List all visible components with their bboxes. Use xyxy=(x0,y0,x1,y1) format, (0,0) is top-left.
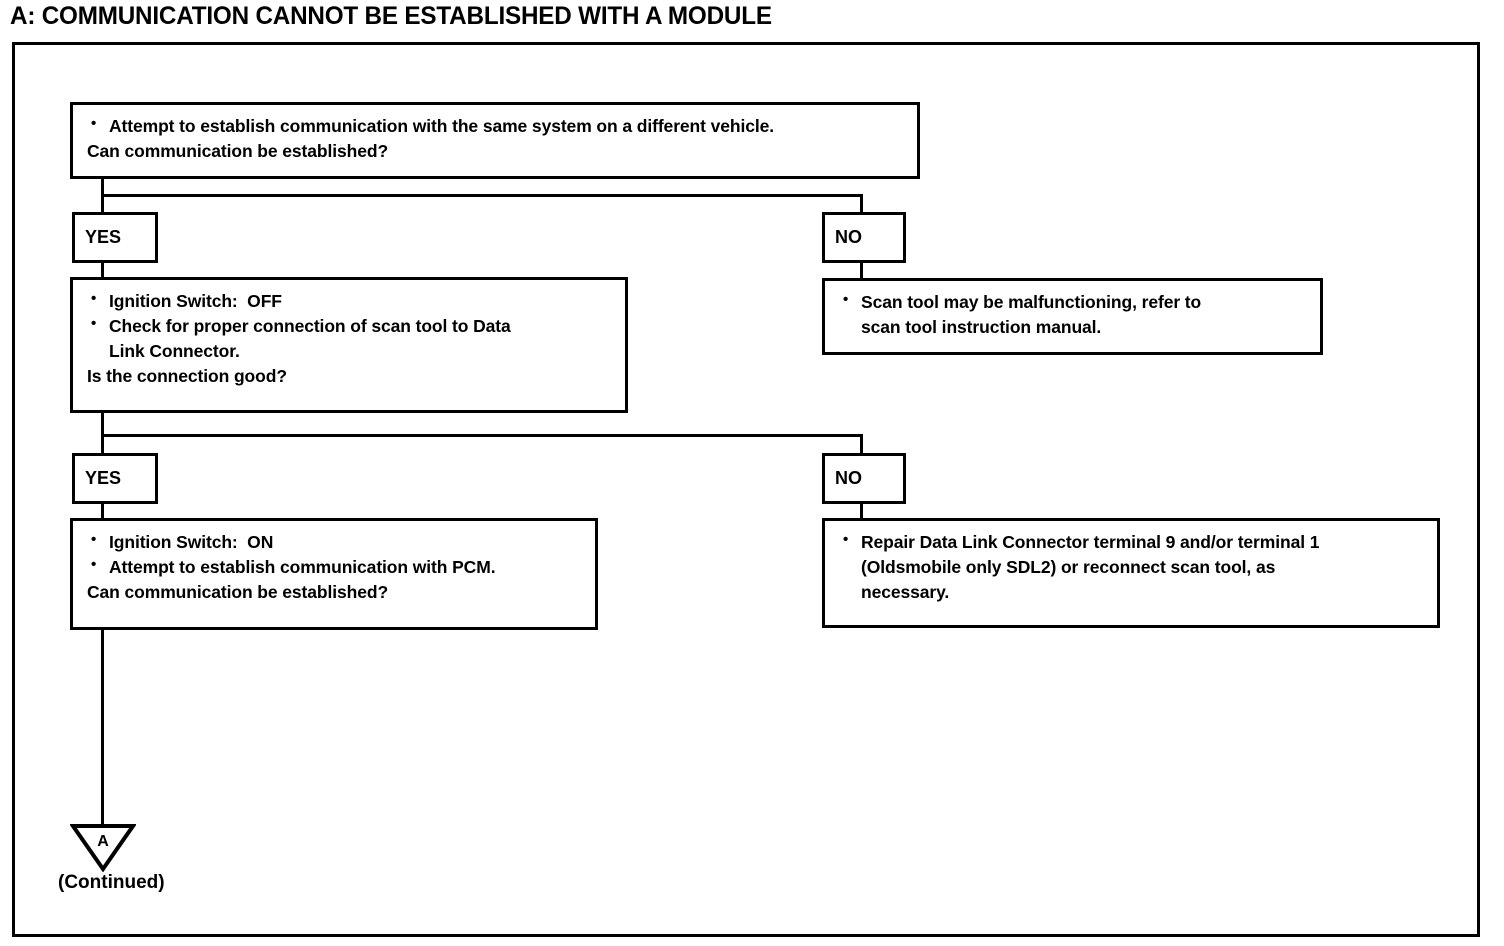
step2-no-bullet-1: Scan tool may be malfunctioning, refer t… xyxy=(839,289,1308,340)
step2-yes-question: Is the connection good? xyxy=(87,365,287,386)
chart-outer-frame xyxy=(12,42,1480,937)
connector-step1-down xyxy=(101,179,104,197)
continued-caption: (Continued) xyxy=(58,872,165,893)
flow-box-step2-yes: Ignition Switch: OFF Check for proper co… xyxy=(70,277,628,413)
step3-no-bullet-1: Repair Data Link Connector terminal 9 an… xyxy=(839,529,1425,605)
decision-box-yes-1: YES xyxy=(72,212,158,263)
continuation-connector-label: A xyxy=(97,833,109,850)
step3-yes-question: Can communication be established? xyxy=(87,581,389,602)
step2-yes-bullet-1: Ignition Switch: OFF xyxy=(87,288,613,314)
flow-box-step3-no: Repair Data Link Connector terminal 9 an… xyxy=(822,518,1440,628)
connector-step2-branch-bar xyxy=(101,434,863,437)
step1-bullet-1: Attempt to establish communication with … xyxy=(87,113,905,139)
decision-label-yes-2: YES xyxy=(85,468,122,488)
decision-box-no-2: NO xyxy=(822,453,906,504)
decision-box-yes-2: YES xyxy=(72,453,158,504)
decision-label-yes-1: YES xyxy=(85,227,122,247)
decision-label-no-1: NO xyxy=(835,227,862,247)
connector-step1-branch-bar xyxy=(101,194,863,197)
connector-yes1-down xyxy=(101,263,104,279)
flow-box-step3-yes: Ignition Switch: ON Attempt to establish… xyxy=(70,518,598,630)
flow-box-step3-no-body: Repair Data Link Connector terminal 9 an… xyxy=(825,521,1437,611)
flow-box-step1-body: Attempt to establish communication with … xyxy=(73,105,917,170)
connector-step1-to-yes xyxy=(101,194,104,214)
connector-step1-to-no xyxy=(860,194,863,214)
continuation-connector-icon: A xyxy=(70,822,136,872)
flow-box-step2-no-body: Scan tool may be malfunctioning, refer t… xyxy=(825,281,1320,346)
step1-question: Can communication be established? xyxy=(87,140,389,161)
connector-step2-to-no xyxy=(860,434,863,454)
step3-yes-bullet-2: Attempt to establish communication with … xyxy=(87,554,583,580)
connector-no2-down xyxy=(860,504,863,520)
decision-box-no-1: NO xyxy=(822,212,906,263)
connector-step2-to-yes xyxy=(101,434,104,454)
step3-yes-bullet-1: Ignition Switch: ON xyxy=(87,529,583,555)
flow-box-step1: Attempt to establish communication with … xyxy=(70,102,920,179)
connector-yes2-down xyxy=(101,504,104,520)
step2-yes-bullet-2: Check for proper connection of scan tool… xyxy=(87,313,613,364)
decision-label-no-2: NO xyxy=(835,468,862,488)
connector-step3-to-continue xyxy=(101,630,104,825)
page-title: A: COMMUNICATION CANNOT BE ESTABLISHED W… xyxy=(10,2,772,30)
flow-box-step2-yes-body: Ignition Switch: OFF Check for proper co… xyxy=(73,280,625,394)
flow-box-step3-yes-body: Ignition Switch: ON Attempt to establish… xyxy=(73,521,595,611)
connector-no1-down xyxy=(860,263,863,279)
connector-step2-down xyxy=(101,413,104,435)
flow-box-step2-no: Scan tool may be malfunctioning, refer t… xyxy=(822,278,1323,355)
